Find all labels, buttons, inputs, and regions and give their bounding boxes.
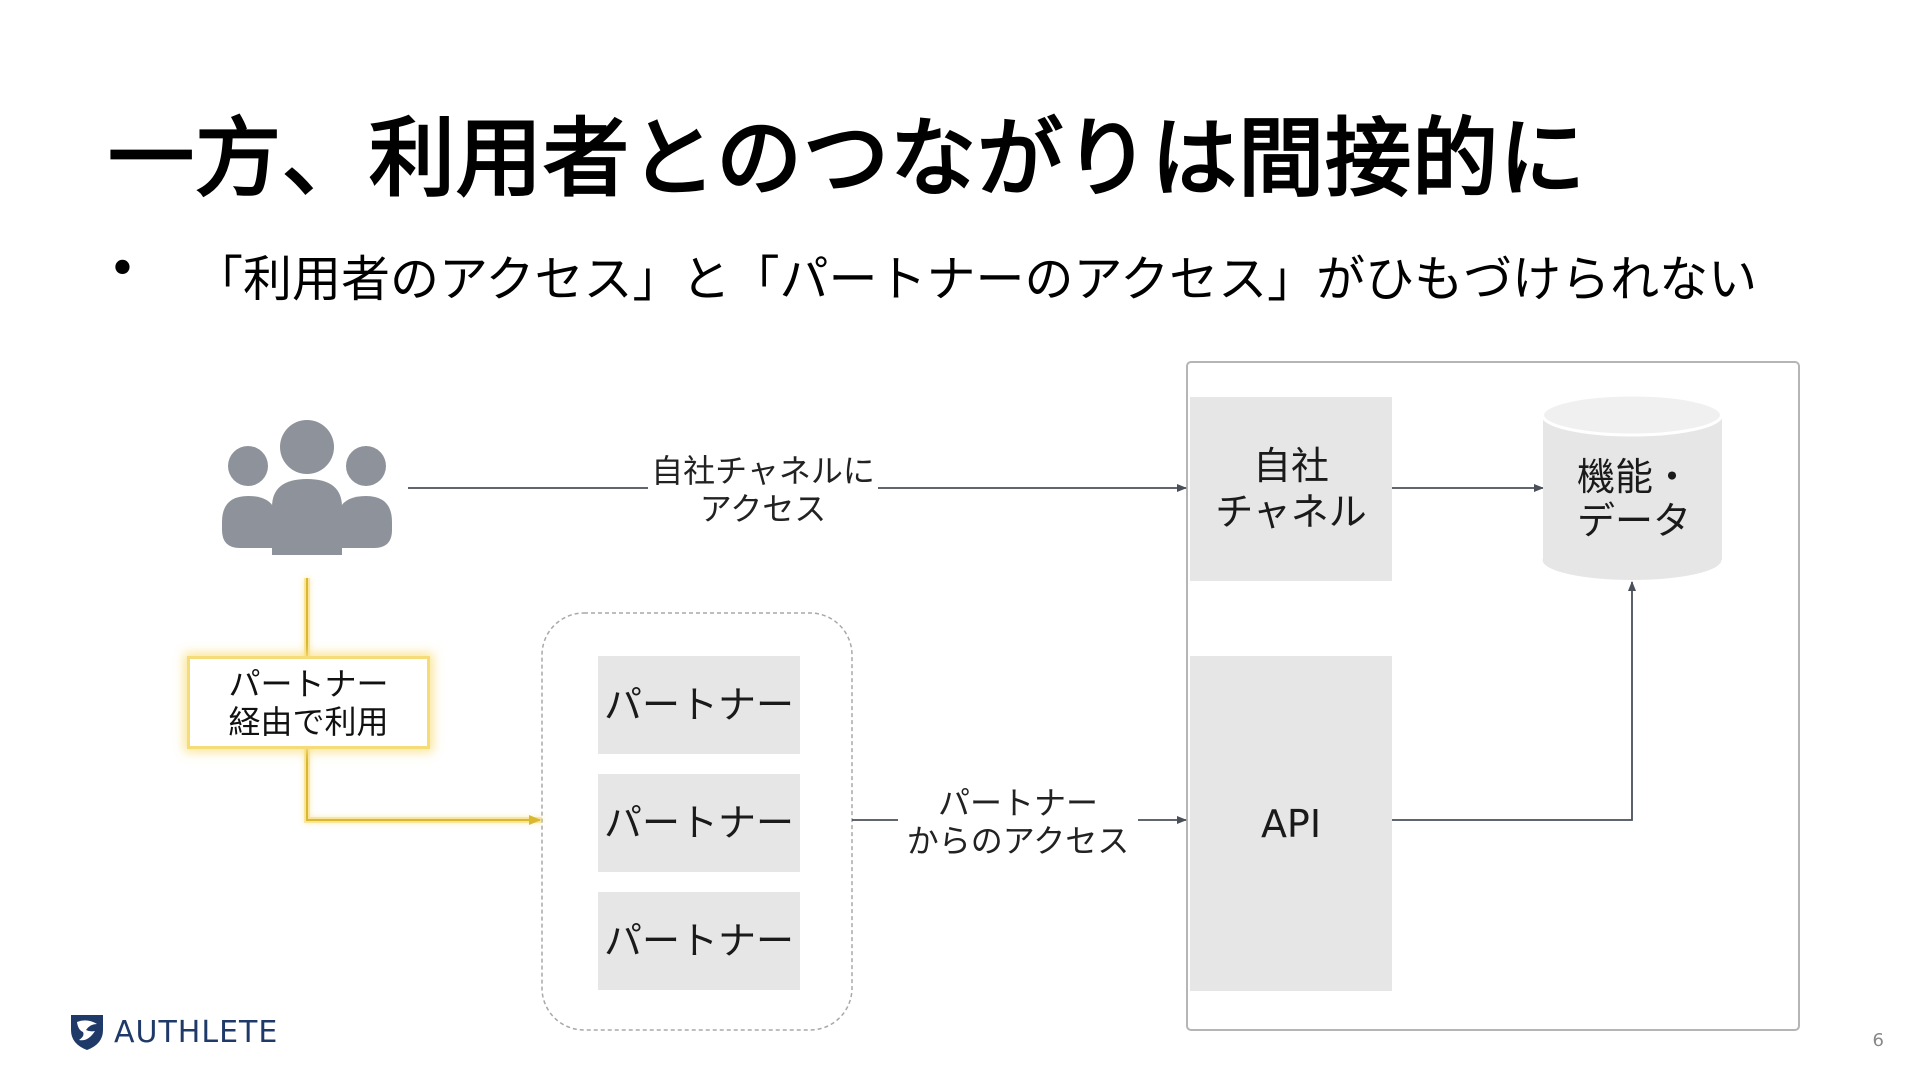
bullet-text: 「利用者のアクセス」と「パートナーのアクセス」がひもづけられない <box>194 251 1758 308</box>
direct-access-label-line2: アクセス <box>699 490 827 528</box>
direct-access-label-line1: 自社チャネルに <box>651 452 875 490</box>
data-store-cylinder <box>1541 393 1723 580</box>
authlete-logo: AUTHLETE <box>68 1010 278 1054</box>
logo-text: AUTHLETE <box>114 1014 279 1050</box>
api-to-data-arrow <box>1388 581 1636 821</box>
system-boundary <box>1186 361 1800 1031</box>
data-store-label-line2: データ <box>1576 499 1691 543</box>
via-partner-label: パートナー 経由で利用 <box>187 656 430 749</box>
partner-access-label: パートナー からのアクセス <box>898 784 1138 860</box>
api-box: API <box>1190 656 1392 991</box>
bullet-marker: • <box>108 240 137 297</box>
partner-box-1: パートナー <box>598 656 800 754</box>
own-channel-label-line1: 自社 <box>1252 444 1329 488</box>
partner-box-3: パートナー <box>598 892 800 990</box>
direct-access-label: 自社チャネルに アクセス <box>648 452 878 528</box>
partner-access-label-line2: からのアクセス <box>906 822 1130 860</box>
own-channel-label-line2: チャネル <box>1215 490 1367 534</box>
data-store-label: 機能・ データ <box>1544 455 1724 543</box>
partner-box-2: パートナー <box>598 774 800 872</box>
authlete-shield-icon <box>71 1015 103 1050</box>
own-channel-box: 自社 チャネル <box>1190 397 1392 581</box>
partner-box-label: パートナー <box>603 801 794 845</box>
users-group-icon <box>222 420 392 555</box>
via-partner-label-line2: 経由で利用 <box>228 702 389 741</box>
slide-title: 一方、利用者とのつながりは間接的に <box>108 109 1587 209</box>
data-store-label-line1: 機能・ <box>1576 455 1691 499</box>
page-number: 6 <box>1872 1030 1884 1051</box>
via-partner-label-line1: パートナー <box>228 664 389 703</box>
api-label: API <box>1260 801 1322 846</box>
partner-access-label-line1: パートナー <box>937 784 1098 822</box>
partner-box-label: パートナー <box>603 683 794 727</box>
partner-box-label: パートナー <box>603 919 794 963</box>
